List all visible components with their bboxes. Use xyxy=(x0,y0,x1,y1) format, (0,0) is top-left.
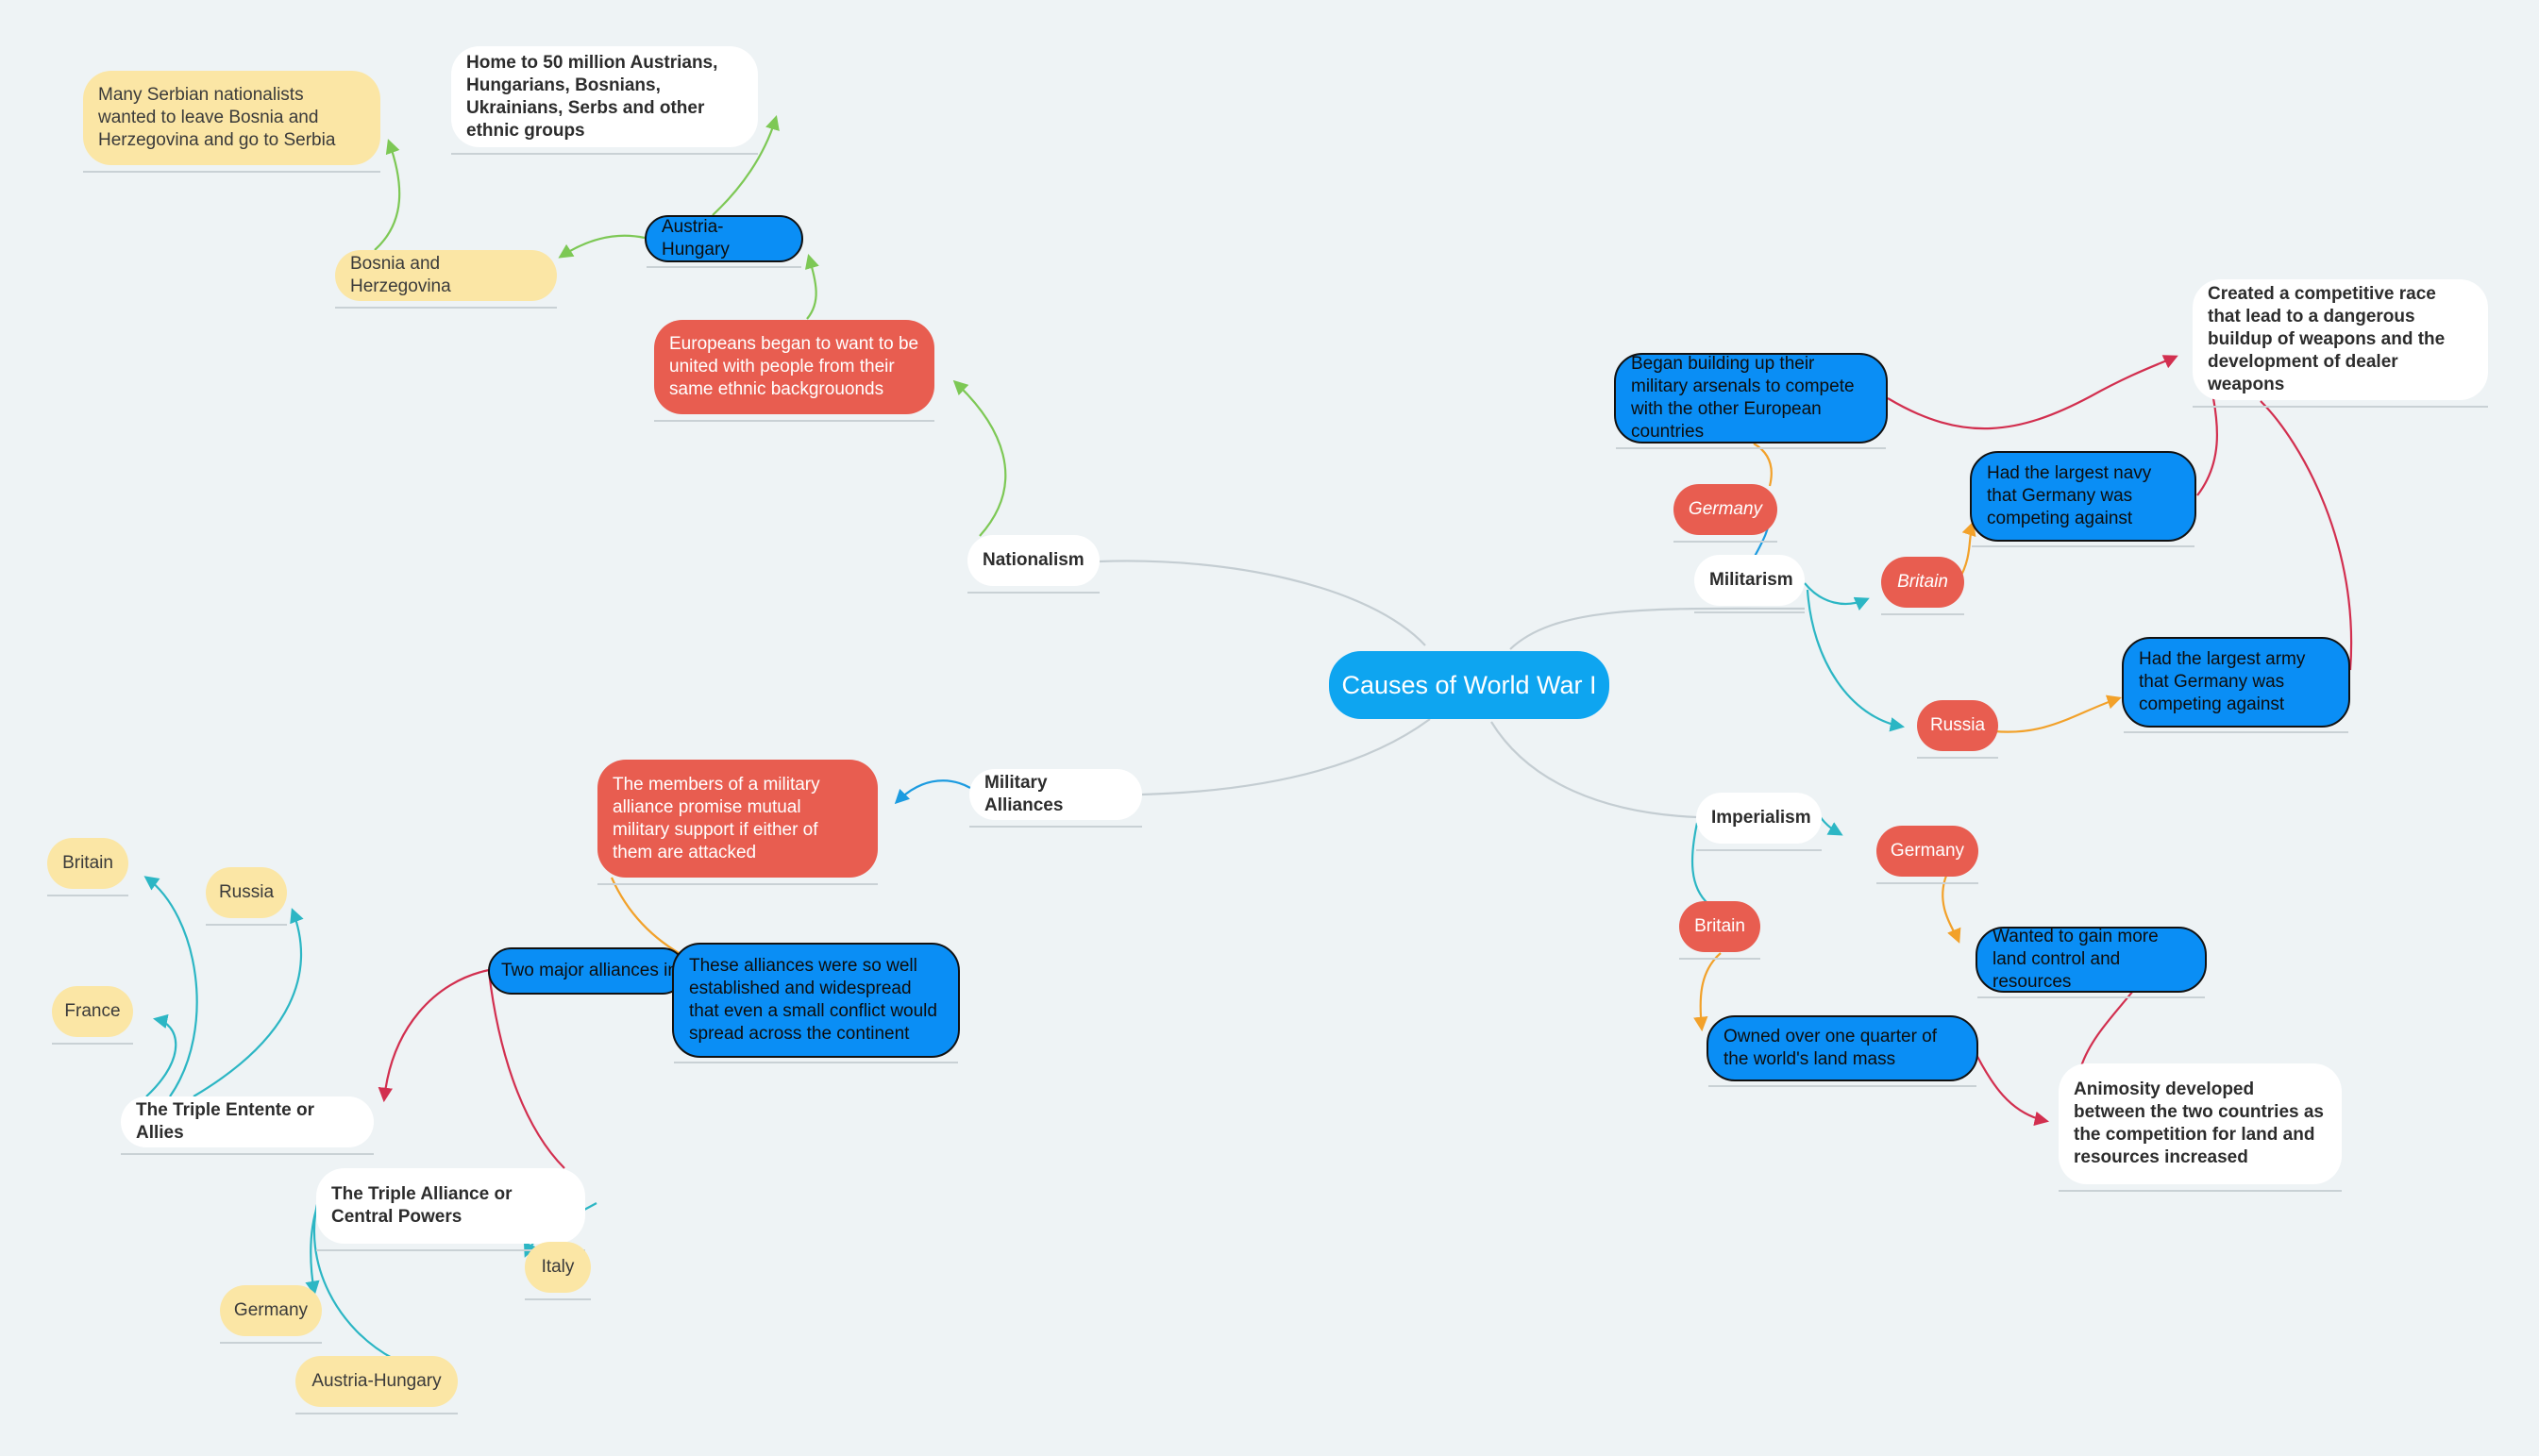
node-entente-russia[interactable]: Russia xyxy=(206,867,287,926)
node-animosity[interactable]: Animosity developed between the two coun… xyxy=(2059,1063,2342,1192)
node-triple-entente[interactable]: The Triple Entente or Allies xyxy=(121,1096,374,1155)
edge-britain-quarter xyxy=(1693,952,1722,1032)
edge-austria-home xyxy=(712,115,780,216)
node-bosnia-herzegovina[interactable]: Bosnia and Herzegovina xyxy=(335,250,557,309)
edge-root-alliances xyxy=(1141,718,1431,796)
node-largest-navy[interactable]: Had the largest navy that Germany was co… xyxy=(1970,451,2196,547)
topic-militarism[interactable]: Militarism xyxy=(1694,555,1805,613)
edge-entente-russia xyxy=(193,908,304,1097)
node-alliance-germany[interactable]: Germany xyxy=(220,1285,322,1344)
node-alliance-italy[interactable]: Italy xyxy=(525,1242,591,1300)
node-entente-france[interactable]: France xyxy=(52,986,133,1045)
edge-root-imperialism xyxy=(1490,721,1698,819)
edge-began-race xyxy=(1887,355,2178,430)
node-militarism-russia[interactable]: Russia xyxy=(1917,700,1998,759)
topic-military-alliances[interactable]: Military Alliances xyxy=(969,769,1142,828)
edge-imperialism-germany xyxy=(1819,815,1843,836)
node-alliance-members[interactable]: The members of a military alliance promi… xyxy=(597,760,878,885)
edge-nationalism-europeans xyxy=(952,379,1007,537)
node-alliances-widespread[interactable]: These alliances were so well established… xyxy=(672,943,960,1063)
node-home-to-50-million[interactable]: Home to 50 million Austrians, Hungarians… xyxy=(451,46,758,155)
edge-militarism-britain xyxy=(1804,582,1870,611)
edge-wanted-animosity xyxy=(2079,990,2134,1067)
edge-entente-france xyxy=(145,1013,177,1097)
node-wanted-land[interactable]: Wanted to gain more land control and res… xyxy=(1976,927,2207,998)
edge-quarter-animosity xyxy=(1972,1046,2050,1126)
edge-germany-began xyxy=(1753,443,1773,487)
edge-navy-race xyxy=(2196,397,2219,496)
node-serbian-nationalists[interactable]: Many Serbian nationalists wanted to leav… xyxy=(83,71,380,173)
edge-army-race xyxy=(2260,400,2353,671)
node-largest-army[interactable]: Had the largest army that Germany was co… xyxy=(2122,637,2350,733)
edge-imperialism-britain xyxy=(1690,822,1709,905)
edge-root-nationalism xyxy=(1099,560,1426,646)
node-militarism-germany[interactable]: Germany xyxy=(1673,484,1777,543)
node-europeans-united[interactable]: Europeans began to want to be united wit… xyxy=(654,320,934,422)
node-competitive-race[interactable]: Created a competitive race that lead to … xyxy=(2193,279,2488,408)
node-began-building[interactable]: Began building up their military arsenal… xyxy=(1614,353,1888,449)
node-two-major-alliances[interactable]: Two major alliances in xyxy=(488,947,686,995)
node-triple-alliance[interactable]: The Triple Alliance or Central Powers xyxy=(316,1168,585,1251)
edge-root-militarism xyxy=(1509,607,1806,650)
edge-two-entente xyxy=(378,968,490,1103)
node-alliance-austria-hungary[interactable]: Austria-Hungary xyxy=(295,1356,458,1414)
edge-entente-britain xyxy=(143,876,198,1097)
edge-two-triple xyxy=(487,971,565,1169)
node-militarism-britain[interactable]: Britain xyxy=(1881,557,1964,615)
edge-members-widespread xyxy=(610,877,688,959)
edge-germany-wanted xyxy=(1942,875,1961,944)
edge-bosnia-serbian xyxy=(374,139,401,251)
node-imperialism-britain[interactable]: Britain xyxy=(1679,901,1760,960)
root-topic[interactable]: Causes of World War I xyxy=(1329,651,1609,719)
topic-imperialism[interactable]: Imperialism xyxy=(1696,793,1822,851)
node-imperialism-germany[interactable]: Germany xyxy=(1876,826,1978,884)
node-entente-britain[interactable]: Britain xyxy=(47,838,128,896)
edge-triple-austria xyxy=(312,1196,395,1360)
node-austria-hungary-nationalism[interactable]: Austria-Hungary xyxy=(645,215,803,268)
edge-russia-army xyxy=(1993,695,2122,733)
edge-alliances-members xyxy=(894,779,971,805)
node-world-land-mass[interactable]: Owned over one quarter of the world's la… xyxy=(1707,1015,1978,1087)
edge-europeans-austria xyxy=(804,254,819,320)
topic-nationalism[interactable]: Nationalism xyxy=(967,535,1100,594)
edge-militarism-russia xyxy=(1806,589,1906,732)
edge-austria-bosnia xyxy=(558,234,646,259)
